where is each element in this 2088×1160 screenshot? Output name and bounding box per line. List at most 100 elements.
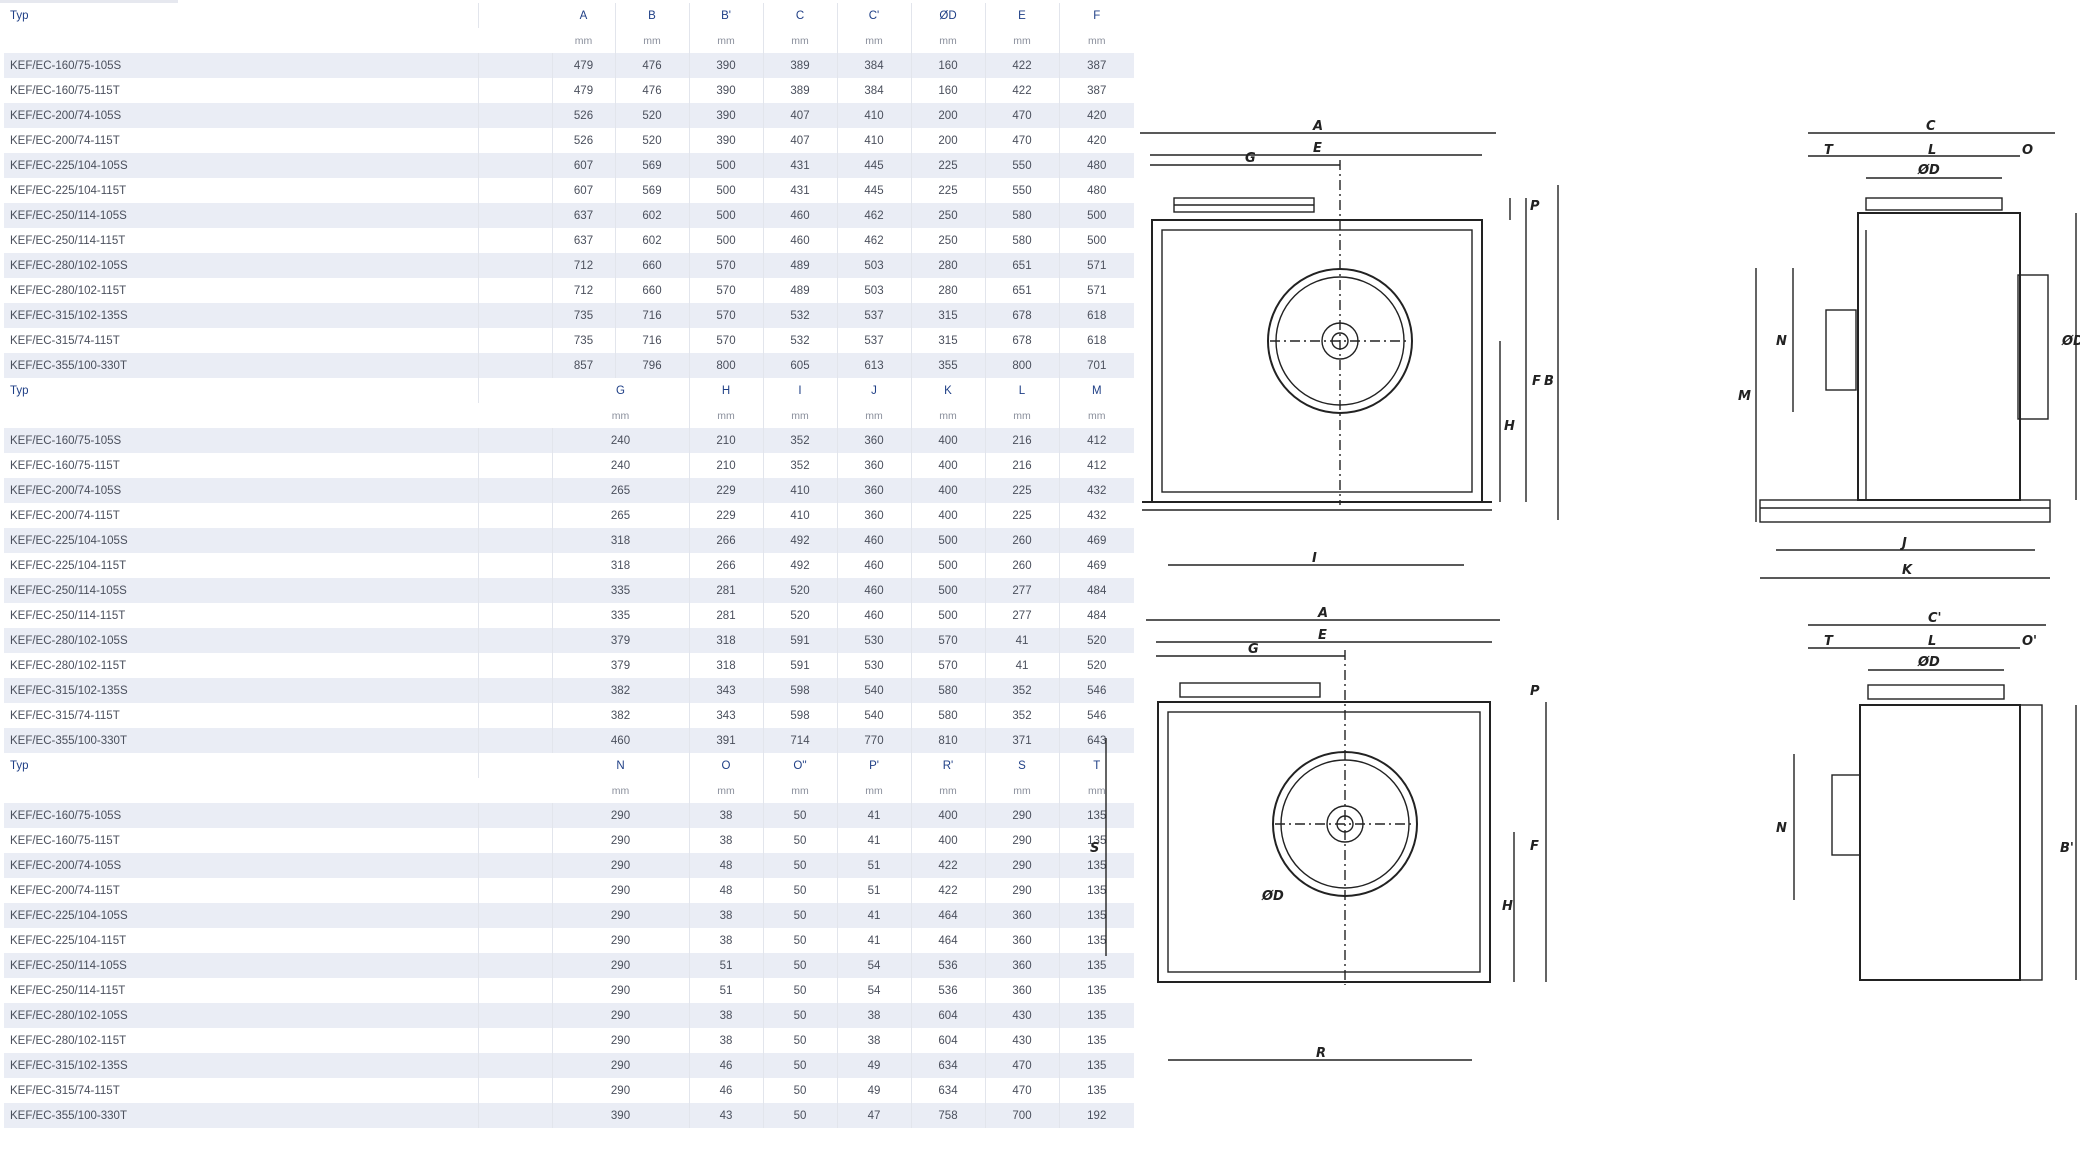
model-name: KEF/EC-225/104-105S: [4, 528, 479, 553]
dimension-value: 41: [837, 803, 912, 828]
column-unit: mm: [552, 28, 616, 53]
dimension-value: 422: [985, 78, 1060, 103]
dimension-value: 422: [911, 853, 986, 878]
dimension-value: 605: [763, 353, 838, 378]
dim-label-f-top: F: [1532, 374, 1541, 389]
dimension-value: 701: [1059, 353, 1134, 378]
dim-label-a-bottom: A: [1317, 606, 1328, 621]
dimension-value: 280: [911, 278, 986, 303]
column-unit: mm: [689, 403, 764, 428]
dimension-value: 489: [763, 278, 838, 303]
dimension-value: 469: [1059, 528, 1134, 553]
dimension-value: 571: [1059, 278, 1134, 303]
dim-label-g-bottom: G: [1248, 642, 1259, 657]
dimension-value: 530: [837, 653, 912, 678]
dimension-value: 500: [689, 178, 764, 203]
dimension-value: 660: [615, 253, 690, 278]
empty-cell: [478, 303, 553, 328]
dimension-value: 550: [985, 153, 1060, 178]
column-header: P': [837, 753, 912, 778]
dimension-value: 210: [689, 428, 764, 453]
dimension-value: 240: [552, 453, 690, 478]
column-unit: mm: [911, 28, 986, 53]
model-name: KEF/EC-355/100-330T: [4, 1103, 479, 1128]
dimension-value: 570: [689, 328, 764, 353]
model-name: KEF/EC-280/102-115T: [4, 653, 479, 678]
dim-label-n-top: N: [1776, 334, 1787, 349]
empty-cell: [478, 1003, 553, 1028]
dimension-value: 50: [763, 828, 838, 853]
column-header-type: Typ: [4, 378, 479, 403]
dimension-value: 50: [763, 1003, 838, 1028]
empty-cell: [478, 903, 553, 928]
dimension-value: 412: [1059, 453, 1134, 478]
dimension-value: 602: [615, 203, 690, 228]
dim-label-m: M: [1738, 389, 1751, 404]
model-name: KEF/EC-200/74-115T: [4, 878, 479, 903]
model-name: KEF/EC-160/75-115T: [4, 453, 479, 478]
model-name: KEF/EC-225/104-105S: [4, 153, 479, 178]
dimension-value: 200: [911, 128, 986, 153]
dimension-value: 379: [552, 628, 690, 653]
dimension-value: 598: [763, 678, 838, 703]
dimension-value: 390: [689, 128, 764, 153]
column-unit: [4, 403, 478, 428]
column-header: R': [911, 753, 986, 778]
empty-cell: [478, 578, 553, 603]
dimension-value: 225: [985, 478, 1060, 503]
dimension-value: 54: [837, 953, 912, 978]
dimension-value: 390: [689, 103, 764, 128]
dimension-value: 500: [911, 553, 986, 578]
dimension-value: 536: [911, 978, 986, 1003]
dim-label-h-bottom: H: [1502, 899, 1513, 914]
empty-cell: [478, 553, 553, 578]
dimension-value: 712: [552, 278, 616, 303]
dim-label-c: C: [1926, 119, 1936, 134]
dimension-value: 352: [763, 428, 838, 453]
model-name: KEF/EC-225/104-105S: [4, 903, 479, 928]
empty-cell: [478, 653, 553, 678]
dimension-value: 48: [689, 853, 764, 878]
dimension-value: 407: [763, 128, 838, 153]
dimension-value: 678: [985, 328, 1060, 353]
empty-cell: [478, 203, 553, 228]
dimension-value: 412: [1059, 428, 1134, 453]
column-header: G: [552, 378, 690, 403]
model-name: KEF/EC-315/102-135S: [4, 1053, 479, 1078]
dimension-value: 460: [763, 203, 838, 228]
dimension-value: 432: [1059, 503, 1134, 528]
front-view-bottom: [1105, 619, 1547, 1061]
dimension-value: 290: [985, 853, 1060, 878]
dimension-value: 464: [911, 928, 986, 953]
dimension-value: 50: [763, 1053, 838, 1078]
dimension-value: 200: [911, 103, 986, 128]
empty-cell: [478, 878, 553, 903]
dimension-value: 290: [552, 953, 690, 978]
empty-cell: [478, 228, 553, 253]
model-name: KEF/EC-315/74-115T: [4, 1078, 479, 1103]
dimension-value: 618: [1059, 328, 1134, 353]
dim-label-p-top: P: [1530, 199, 1540, 214]
column-header: A: [552, 3, 616, 28]
dimension-value: 390: [689, 53, 764, 78]
dimension-value: 810: [911, 728, 986, 753]
column-unit: mm: [985, 28, 1060, 53]
dimension-value: 460: [837, 603, 912, 628]
dimension-value: 318: [689, 653, 764, 678]
dimension-value: 50: [763, 1103, 838, 1128]
dimension-value: 598: [763, 703, 838, 728]
empty-cell: [478, 628, 553, 653]
empty-cell: [478, 428, 553, 453]
dimension-value: 500: [1059, 203, 1134, 228]
